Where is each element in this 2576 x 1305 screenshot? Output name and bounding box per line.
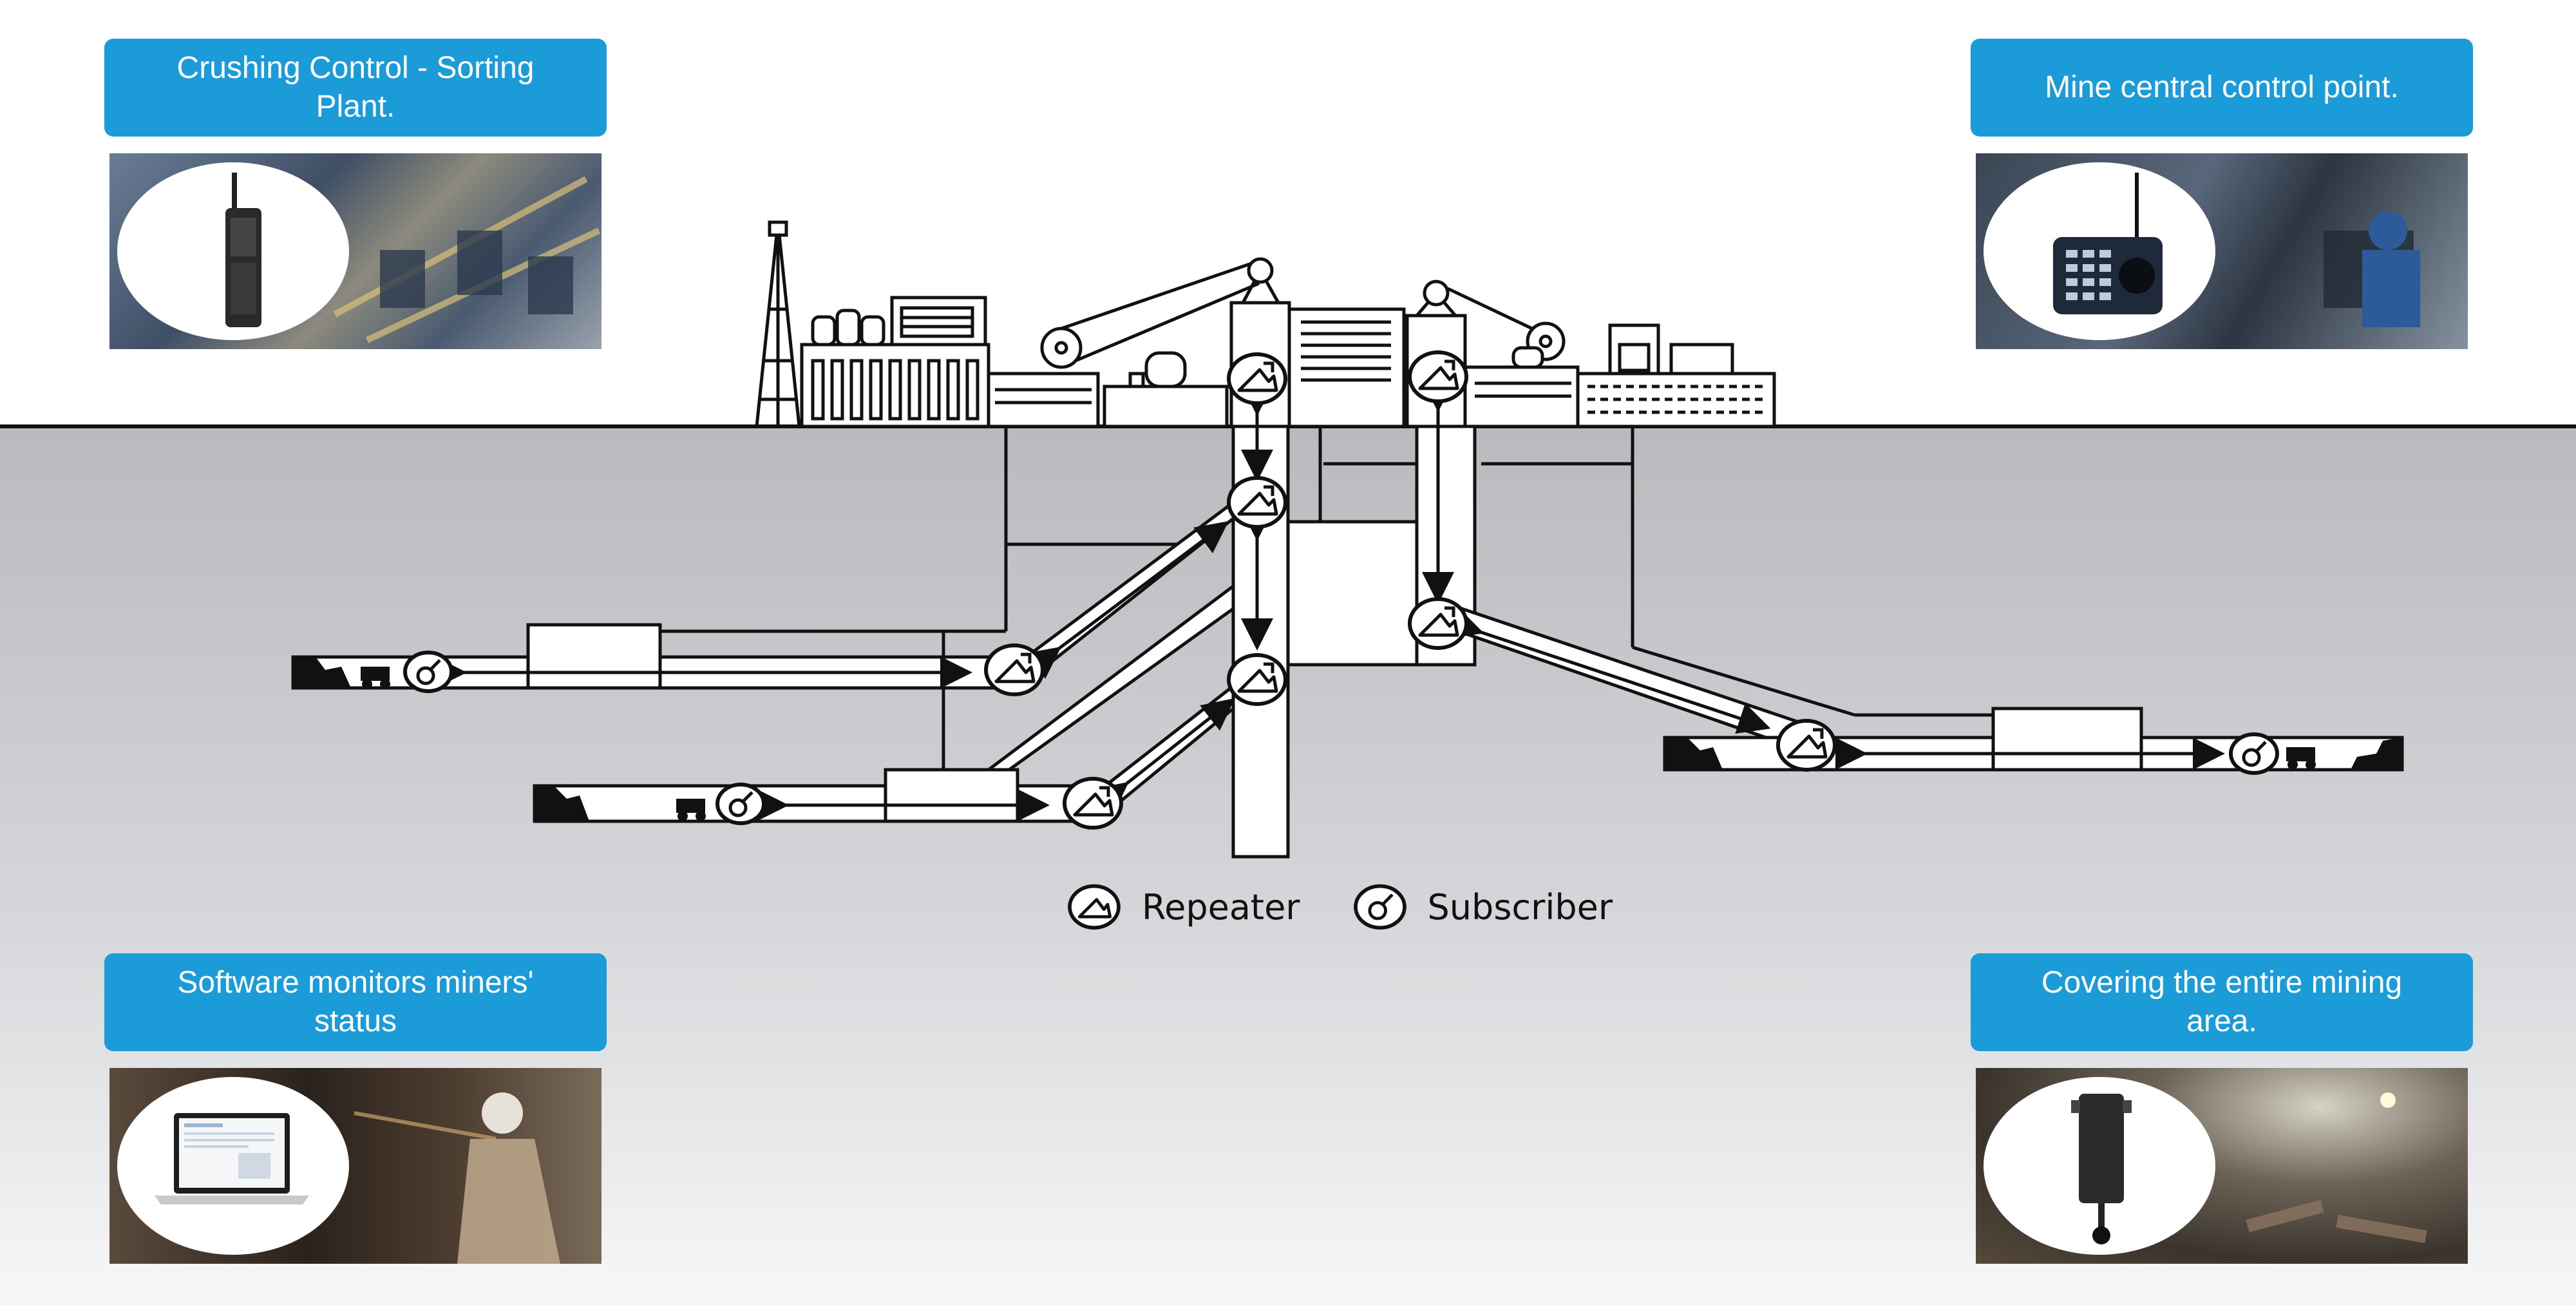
legend: Repeater Subscriber <box>1066 882 1664 931</box>
repeater-icon <box>1229 354 1285 403</box>
repeater-icon <box>1778 721 1835 770</box>
repeater-icon <box>1068 884 1121 930</box>
callout-covering: Covering the entire mining area. <box>1971 953 2473 1264</box>
miner-photo <box>109 1068 601 1264</box>
dispatch-console-icon <box>2053 173 2163 314</box>
legend-subscriber: Subscriber <box>1352 882 1613 931</box>
tower <box>755 220 801 427</box>
subscriber-icon <box>2231 734 2277 773</box>
callout-software: Software monitors miners' status <box>104 953 607 1264</box>
control-room-photo <box>1976 153 2468 349</box>
repeater-unit-icon <box>2071 1094 2132 1244</box>
tunnel-photo <box>1976 1068 2468 1264</box>
subscriber-icon <box>405 652 451 691</box>
repeater-icon <box>1410 599 1466 648</box>
legend-repeater-label: Repeater <box>1142 886 1300 928</box>
callout-covering-label: Covering the entire mining area. <box>1971 953 2473 1051</box>
repeater-icon <box>1229 655 1285 704</box>
callout-central-label: Mine central control point. <box>1971 39 2473 137</box>
legend-subscriber-label: Subscriber <box>1427 886 1613 928</box>
repeater-icon <box>1229 478 1285 527</box>
callout-crushing: Crushing Control - Sorting Plant. <box>104 39 607 349</box>
repeater-icon <box>986 645 1043 694</box>
crushing-plant-photo <box>109 153 601 349</box>
walkie-talkie-icon <box>225 173 261 327</box>
legend-repeater: Repeater <box>1066 882 1300 931</box>
surface-plant <box>755 220 1776 428</box>
callout-software-label: Software monitors miners' status <box>104 953 607 1051</box>
loader-vehicles <box>361 667 2316 821</box>
repeater-icon <box>1065 779 1121 828</box>
laptop-icon <box>155 1113 309 1205</box>
callout-crushing-label: Crushing Control - Sorting Plant. <box>104 39 607 137</box>
rock-faces <box>293 657 2402 821</box>
subscriber-icon <box>1353 884 1406 930</box>
link-arrows <box>435 380 2225 821</box>
subscriber-icon <box>717 785 764 823</box>
callout-central: Mine central control point. <box>1971 39 2473 349</box>
repeater-icon <box>1410 352 1466 401</box>
